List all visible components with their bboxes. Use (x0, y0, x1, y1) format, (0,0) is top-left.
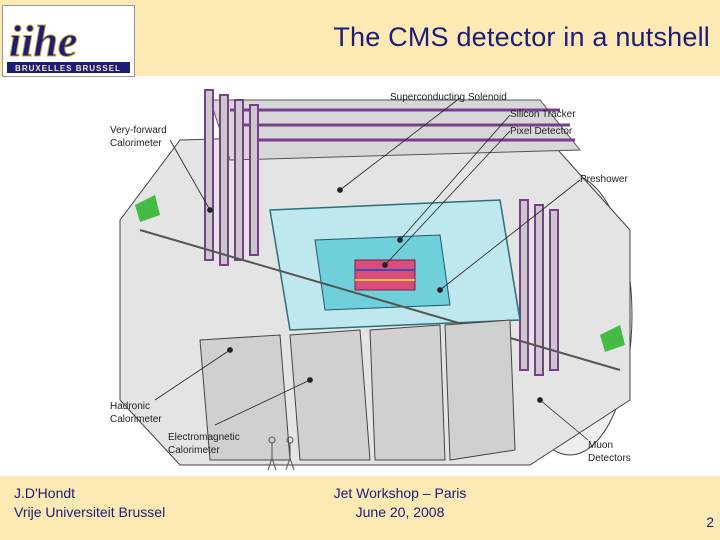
label-muon-1: Muon (588, 440, 613, 451)
label-leaders (154, 97, 589, 441)
label-hadronic-2: Calorimeter (110, 414, 162, 425)
label-pixel-detector: Pixel Detector (510, 126, 573, 137)
return-yoke (209, 99, 582, 161)
label-superconducting-solenoid: Superconducting Solenoid (390, 92, 507, 103)
logo-main-text: iihe (9, 17, 77, 66)
label-silicon-tracker: Silicon Tracker (510, 109, 576, 120)
iihe-logo: iihe BRUXELLES BRUSSEL (2, 5, 135, 77)
footer-author-block: J.D'Hondt Vrije Universiteit Brussel (14, 484, 165, 522)
label-electromagnetic-2: Calorimeter (168, 445, 220, 456)
footer-institution: Vrije Universiteit Brussel (14, 504, 166, 520)
slide-title: The CMS detector in a nutshell (333, 22, 710, 52)
label-very-forward-1: Very-forward (110, 125, 167, 136)
footer-date: June 20, 2008 (355, 504, 445, 520)
footer-event: Jet Workshop – Paris (333, 485, 467, 501)
left-endcap-discs (204, 89, 259, 266)
beam-pipe (139, 229, 621, 371)
logo-sub-text: BRUXELLES BRUSSEL (15, 64, 121, 73)
right-endcap-discs (519, 199, 559, 376)
forward-calorimeter-left (135, 195, 160, 222)
lower-calorimeter-blocks (199, 319, 516, 461)
label-preshower: Preshower (580, 174, 628, 185)
footer-band (0, 476, 720, 540)
forward-calorimeter-right (600, 325, 625, 352)
pixel-detector (354, 259, 416, 291)
page-number: 2 (706, 514, 714, 530)
human-figures (267, 436, 295, 471)
cms-detector-diagram: Superconducting Solenoid Silicon Tracker… (110, 89, 633, 471)
label-hadronic-1: Hadronic (110, 401, 150, 412)
footer-author: J.D'Hondt (14, 485, 76, 501)
label-muon-2: Detectors (588, 453, 631, 464)
label-very-forward-2: Calorimeter (110, 138, 162, 149)
footer-event-block: Jet Workshop – Paris June 20, 2008 (300, 484, 500, 522)
label-electromagnetic-1: Electromagnetic (168, 432, 240, 443)
